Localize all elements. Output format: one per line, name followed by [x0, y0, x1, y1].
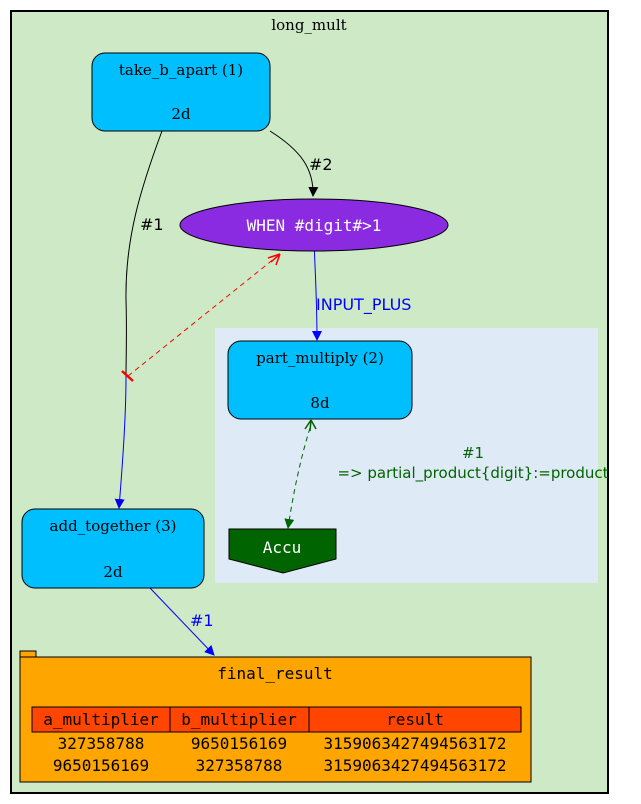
node-add-together-sub: 2d: [103, 563, 123, 581]
table-header-cell: b_multiplier: [181, 710, 297, 729]
cluster-title: long_mult: [271, 16, 346, 34]
node-add-together[interactable]: add_together (3) 2d: [21, 508, 205, 589]
node-part-multiply[interactable]: part_multiply (2) 8d: [227, 340, 413, 420]
node-part-multiply-name: part_multiply (2): [256, 349, 384, 367]
table-cell: 327358788: [196, 756, 283, 775]
node-take-b-apart[interactable]: take_b_apart (1) 2d: [91, 52, 271, 132]
semaphore-tee-icon: [121, 370, 134, 382]
edge-part-to-accu: [284, 427, 311, 529]
edge-semaphore-dashed: [127, 253, 281, 377]
folder-tab-icon: [19, 650, 37, 657]
edge-take-to-add-label: #1: [140, 215, 164, 234]
edge-take-to-add: [125, 130, 163, 377]
node-take-b-apart-name: take_b_apart (1): [119, 61, 243, 79]
node-when-condition[interactable]: WHEN #digit#>1: [179, 198, 449, 252]
edge-part-to-accu-label-1: #1: [462, 444, 484, 462]
final-result-title: final_result: [217, 664, 333, 683]
node-take-b-apart-sub: 2d: [171, 105, 191, 123]
node-add-together-name: add_together (3): [50, 517, 177, 535]
node-accu-label: Accu: [263, 538, 302, 557]
node-when-condition-label: WHEN #digit#>1: [247, 216, 382, 235]
table-cell: 3159063427494563172: [323, 756, 506, 775]
edge-part-to-accu-label-2: => partial_product{digit}:=product: [337, 464, 608, 483]
edge-when-to-part-label: INPUT_PLUS: [316, 295, 411, 315]
table-cell: 9650156169: [191, 734, 287, 753]
edge-take-to-when: [269, 130, 319, 197]
table-header-cell: a_multiplier: [43, 710, 159, 729]
edge-take-to-when-label: #2: [309, 155, 333, 174]
table-cell: 3159063427494563172: [323, 734, 506, 753]
table-header-bg: [31, 706, 522, 733]
node-final-result[interactable]: final_result a_multiplier b_multiplier r…: [19, 650, 532, 783]
table-header-cell: result: [386, 710, 444, 729]
semaphore-crow-icon: [267, 253, 281, 266]
accu-crow-icon: [304, 419, 317, 432]
node-accu[interactable]: Accu: [228, 528, 337, 574]
node-part-multiply-sub: 8d: [310, 394, 330, 412]
table-cell: 9650156169: [53, 756, 149, 775]
table-cell: 327358788: [58, 734, 145, 753]
edge-take-to-add-lower: [114, 375, 127, 509]
edge-add-to-final-label: #1: [190, 611, 214, 630]
edge-add-to-final: [149, 587, 215, 656]
